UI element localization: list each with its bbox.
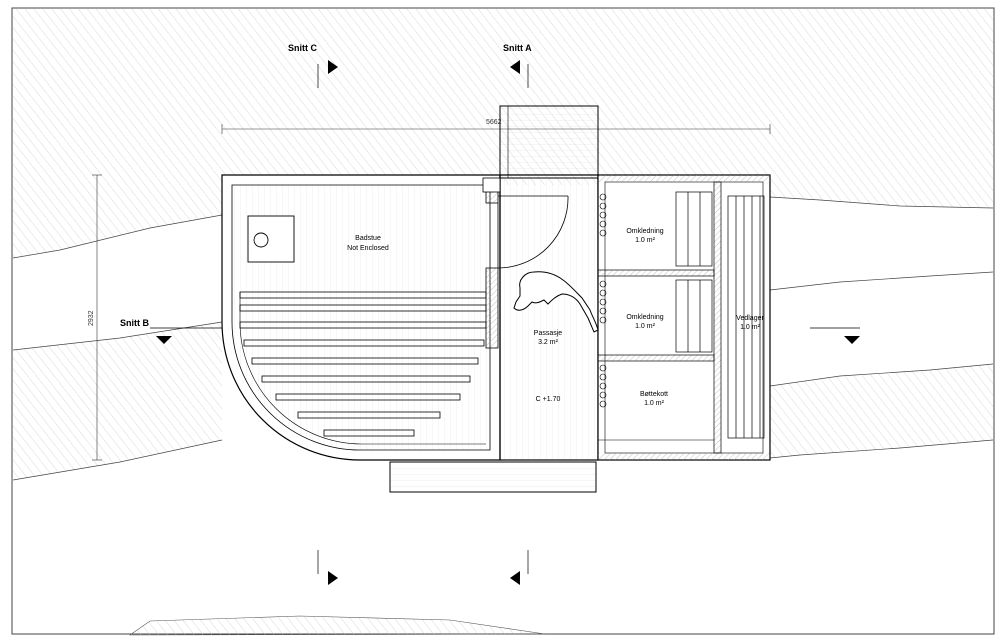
room-label-omkledning-2: Omkledning bbox=[626, 314, 663, 321]
room-label-badstue: Badstue bbox=[355, 235, 381, 242]
section-marker-c-bottom bbox=[317, 550, 338, 585]
room-area-vedlager: 1.0 m² bbox=[740, 324, 761, 331]
wood-storage bbox=[727, 195, 765, 439]
section-label-a: Snitt A bbox=[503, 43, 532, 53]
section-marker-a-top bbox=[510, 60, 529, 88]
room-label-omkledning-1: Omkledning bbox=[626, 228, 663, 235]
room-label-vedlager: Vedlager bbox=[736, 315, 764, 322]
room-label-passasje: Passasje bbox=[534, 330, 563, 337]
section-marker-a-bottom bbox=[510, 550, 529, 585]
changing-benches bbox=[675, 191, 713, 353]
room-area-omkledning-2: 1.0 m² bbox=[635, 323, 656, 330]
entry-opening bbox=[482, 177, 598, 193]
level-marker: C +1.70 bbox=[536, 396, 561, 403]
stove-icon bbox=[247, 215, 295, 263]
dimension-width bbox=[221, 124, 771, 134]
section-marker-b-left bbox=[150, 327, 222, 344]
room-area-battekott: 1.0 m² bbox=[644, 400, 665, 407]
sauna-curve-lining bbox=[239, 292, 486, 445]
dimension-width-label: 5662 bbox=[486, 119, 502, 126]
section-label-c: Snitt C bbox=[288, 43, 317, 53]
contour-lines bbox=[12, 196, 994, 481]
section-marker-c-top bbox=[317, 60, 338, 88]
right-partitions bbox=[597, 181, 722, 454]
person-figure-icon bbox=[513, 271, 599, 333]
hooks-column bbox=[599, 193, 607, 408]
sauna-door bbox=[497, 195, 569, 269]
top-deck bbox=[499, 105, 599, 179]
dimension-depth-label: 2932 bbox=[88, 310, 95, 326]
room-area-passasje: 3.2 m² bbox=[538, 339, 559, 346]
dimension-depth bbox=[92, 174, 102, 461]
terrain-bottom bbox=[129, 615, 546, 636]
section-label-b: Snitt B bbox=[120, 318, 149, 328]
room-area-omkledning-1: 1.0 m² bbox=[635, 237, 656, 244]
entry-step bbox=[389, 461, 597, 493]
section-marker-b-right bbox=[810, 327, 860, 344]
terrain-lower bbox=[13, 322, 993, 480]
room-sub-badstue: Not Enclosed bbox=[347, 245, 389, 252]
room-label-battekott: Bøttekott bbox=[640, 391, 668, 398]
